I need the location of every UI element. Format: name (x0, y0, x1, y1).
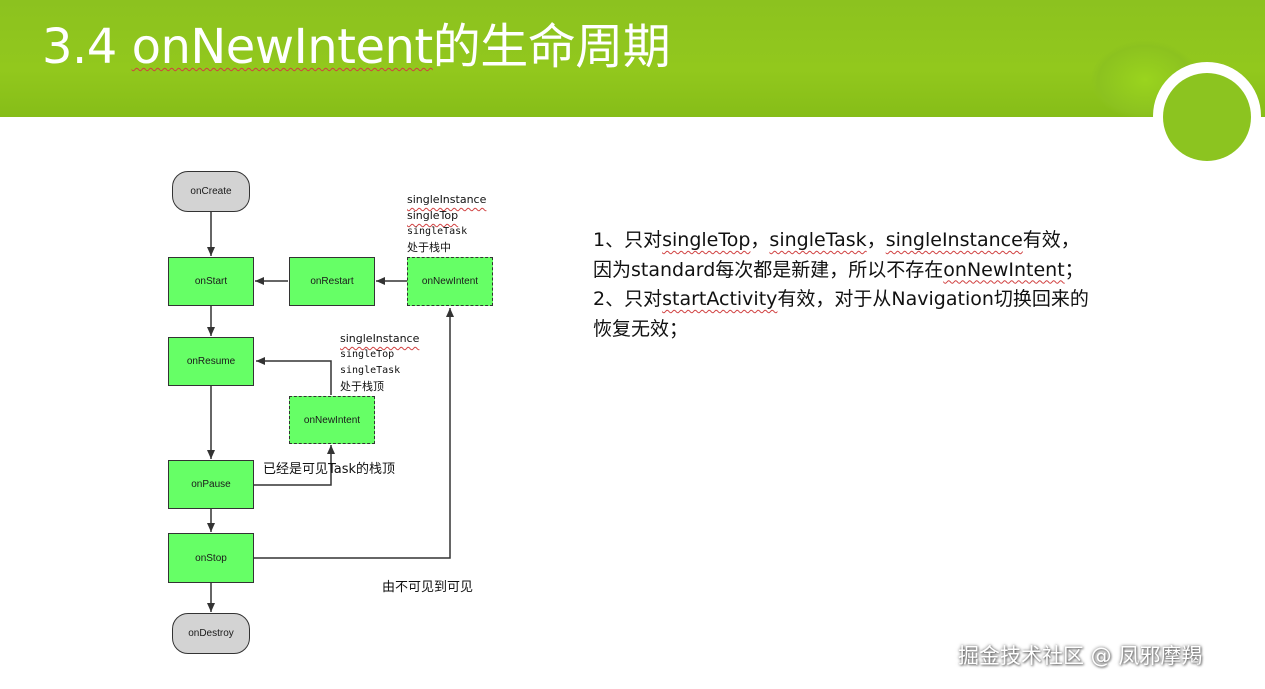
annotation-mid-line3: singleTask (340, 365, 401, 376)
note-1-singleinstance: singleInstance (885, 229, 1023, 251)
edge-pause-newintent-mid (254, 445, 335, 486)
annotation-top-line4: 处于栈中 (407, 241, 451, 254)
slide-title-suffix: 的生命周期 (432, 19, 671, 75)
annotation-top-line1: singleInstance (407, 193, 487, 206)
title-bar: 3.4 onNewIntent的生命周期 (0, 0, 1265, 117)
slide-title-term: onNewIntent (131, 19, 434, 75)
annotation-mid-line4: 处于栈顶 (340, 380, 384, 393)
note-1-text: 1、只对 (593, 229, 663, 251)
node-oncreate: onCreate (172, 171, 250, 212)
node-onnewintent-top: onNewIntent (407, 257, 493, 306)
annotation-top: singleInstance singleTop singleTask 处于栈中 (407, 192, 486, 256)
note-1-singletop: singleTop (662, 229, 751, 251)
explanation-notes: 1、只对singleTop，singleTask，singleInstance有… (593, 226, 1093, 344)
note-2: 2、只对startActivity有效，对于从Navigation切换回来的恢复… (593, 285, 1093, 344)
node-onstop: onStop (168, 533, 254, 583)
slide-title-prefix: 3.4 (42, 19, 132, 75)
edge-label-visible-top: 已经是可见Task的栈顶 (263, 462, 396, 477)
annotation-top-line3: singleTask (407, 226, 468, 237)
watermark: 掘金技术社区 @ 凤邪摩羯 (958, 644, 1203, 668)
note-1-end: ； (1064, 258, 1084, 281)
decorative-dot (1163, 73, 1251, 161)
node-onrestart: onRestart (289, 257, 375, 306)
note-1: 1、只对singleTop，singleTask，singleInstance有… (593, 226, 1093, 285)
note-2-text: 2、只对 (593, 288, 663, 310)
edge-stop-newintent-top (254, 308, 454, 559)
note-2-body: 有效，对于从Navigation切换回来的恢复无效； (593, 288, 1089, 340)
annotation-mid-line2: singleTop (340, 349, 395, 360)
node-onstart: onStart (168, 257, 254, 306)
note-2-startactivity: startActivity (662, 288, 778, 310)
note-1-comma2: ， (866, 229, 886, 251)
annotation-mid: singleInstance singleTop singleTask 处于栈顶 (340, 331, 419, 395)
node-onpause: onPause (168, 460, 254, 509)
node-onresume: onResume (168, 337, 254, 386)
annotation-top-line2: singleTop (407, 209, 459, 222)
note-1-body: 有效，因为standard每次都是新建，所以不存在 (593, 229, 1080, 281)
note-1-singletask: singleTask (769, 229, 867, 251)
annotation-mid-line1: singleInstance (340, 332, 420, 345)
edge-label-invisible-to-visible: 由不可见到可见 (382, 580, 474, 595)
node-onnewintent-mid: onNewIntent (289, 396, 375, 444)
node-ondestroy: onDestroy (172, 613, 250, 654)
note-1-comma1: ， (750, 229, 770, 251)
note-1-onnewintent: onNewIntent (943, 258, 1065, 281)
edge-newintent-mid-resume (256, 357, 332, 395)
slide-title: 3.4 onNewIntent的生命周期 (42, 12, 671, 82)
